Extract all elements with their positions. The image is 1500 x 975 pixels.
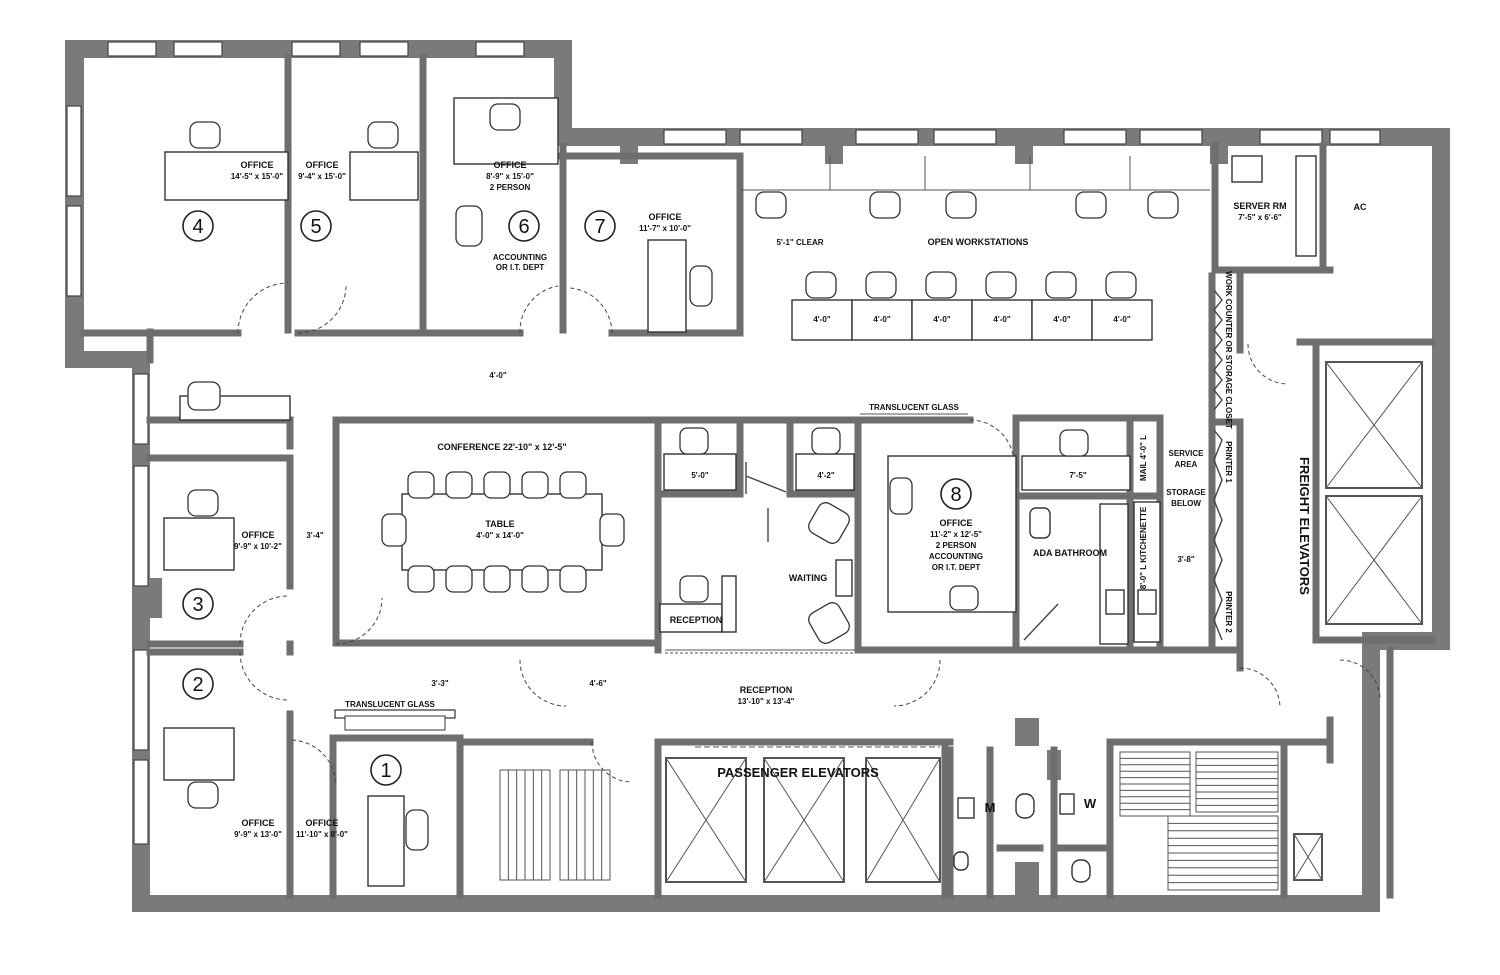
svg-text:2: 2 (192, 674, 203, 696)
clear-dimension: 5'-1" CLEAR (776, 238, 823, 247)
freight-elevators-label: FREIGHT ELEVATORS (1297, 457, 1312, 595)
passenger-elevators-label: PASSENGER ELEVATORS (717, 765, 879, 780)
work-counter-label: WORK COUNTER OR STORAGE CLOSET (1224, 271, 1233, 429)
room-number-8: 8 (940, 478, 972, 510)
svg-text:8: 8 (950, 484, 961, 506)
server-room-size: 7'-5" x 6'-6" (1238, 213, 1282, 222)
booth-1-width: 5'-0" (691, 471, 708, 480)
svg-text:7: 7 (594, 216, 605, 238)
workstation-5-width: 4'-0" (1053, 315, 1070, 324)
womens-restroom-label: W (1084, 796, 1097, 811)
office8-capacity: 2 PERSON (936, 541, 977, 550)
conference-label: CONFERENCE 22'-10" x 12'-5" (437, 442, 566, 452)
printer-2-label: PRINTER 2 (1224, 591, 1233, 633)
room-number-4: 4 (182, 210, 214, 242)
service-label: SERVICE (1169, 449, 1205, 458)
office4-label: OFFICE (241, 160, 274, 170)
server-room-label: SERVER RM (1233, 201, 1286, 211)
office3-label: OFFICE (242, 530, 275, 540)
ac-label: AC (1354, 202, 1367, 212)
office2-size: 9'-9" x 13'-0" (234, 830, 282, 839)
reception-main-label: RECEPTION (740, 685, 793, 695)
svg-text:3: 3 (192, 594, 203, 616)
kitchenette-label: 8'-0" L KITCHENETTE (1139, 506, 1148, 589)
workstation-3-width: 4'-0" (933, 315, 950, 324)
svg-text:5: 5 (310, 216, 321, 238)
office2-label: OFFICE (242, 818, 275, 828)
mail-label: MAIL 4'-0" L (1139, 435, 1148, 481)
office1-label: OFFICE (306, 818, 339, 828)
office6-dept2: OR I.T. DEPT (496, 263, 545, 272)
service-width: 3'-8" (1177, 555, 1194, 564)
workstation-1-width: 4'-0" (813, 315, 830, 324)
office8-dept2: OR I.T. DEPT (932, 563, 981, 572)
room-number-3: 3 (182, 588, 214, 620)
work-counter (1213, 289, 1223, 641)
printer-1-label: PRINTER 1 (1224, 441, 1233, 483)
room-number-1: 1 (370, 754, 402, 786)
workstation-2-width: 4'-0" (873, 315, 890, 324)
open-workstations-label: OPEN WORKSTATIONS (928, 237, 1029, 247)
room-number-7: 7 (584, 210, 616, 242)
office6-size: 8'-9" x 15'-0" (486, 172, 534, 181)
stairs (499, 751, 1279, 891)
storage-label: STORAGE (1166, 488, 1206, 497)
workstation-6-width: 4'-0" (1113, 315, 1130, 324)
dim-3-4: 3'-4" (306, 531, 323, 540)
corridor-width: 4'-0" (489, 371, 506, 380)
booth-2-width: 4'-2" (817, 471, 834, 480)
mens-restroom-label: M (985, 800, 996, 815)
office6-dept: ACCOUNTING (493, 253, 547, 262)
waiting-label: WAITING (789, 573, 828, 583)
svg-text:1: 1 (380, 760, 391, 782)
furniture (163, 97, 1317, 887)
reception-main-size: 13'-10" x 13'-4" (738, 697, 795, 706)
table-label: TABLE (485, 519, 514, 529)
office5-size: 9'-4" x 15'-0" (298, 172, 346, 181)
elevators (665, 361, 1423, 883)
room-number-2: 2 (182, 668, 214, 700)
windows (66, 41, 1381, 845)
office3-size: 9'-9" x 10'-2" (234, 542, 282, 551)
svg-text:6: 6 (518, 216, 529, 238)
office8-label: OFFICE (940, 518, 973, 528)
translucent-glass-bottom: TRANSLUCENT GLASS (345, 700, 435, 709)
reception-desk-label: RECEPTION (670, 615, 723, 625)
office1-size: 11'-10" x 8'-0" (296, 830, 348, 839)
room-number-6: 6 (508, 210, 540, 242)
booth-3-width: 7'-5" (1069, 471, 1086, 480)
office5-label: OFFICE (306, 160, 339, 170)
dim-3-3: 3'-3" (431, 679, 448, 688)
translucent-glass-top: TRANSLUCENT GLASS (869, 403, 959, 412)
labels: OFFICE 14'-5" x 15'-0" OFFICE 9'-4" x 15… (231, 160, 1367, 839)
office4-size: 14'-5" x 15'-0" (231, 172, 284, 181)
office8-size: 11'-2" x 12'-5" (930, 530, 982, 539)
table-size: 4'-0" x 14'-0" (476, 531, 524, 540)
svg-text:4: 4 (192, 216, 203, 238)
office6-label: OFFICE (494, 160, 527, 170)
office7-size: 11'-7" x 10'-0" (639, 224, 691, 233)
glass-strips (334, 413, 968, 748)
ada-bathroom-label: ADA BATHROOM (1033, 548, 1107, 558)
room-numbers: 4 5 6 7 3 2 1 8 (182, 210, 972, 786)
storage-label-2: BELOW (1171, 499, 1201, 508)
office7-label: OFFICE (649, 212, 682, 222)
office8-dept: ACCOUNTING (929, 552, 983, 561)
office6-capacity: 2 PERSON (490, 183, 531, 192)
workstation-4-width: 4'-0" (993, 315, 1010, 324)
dim-4-6: 4'-6" (589, 679, 606, 688)
service-label-2: AREA (1175, 460, 1198, 469)
room-number-5: 5 (300, 210, 332, 242)
